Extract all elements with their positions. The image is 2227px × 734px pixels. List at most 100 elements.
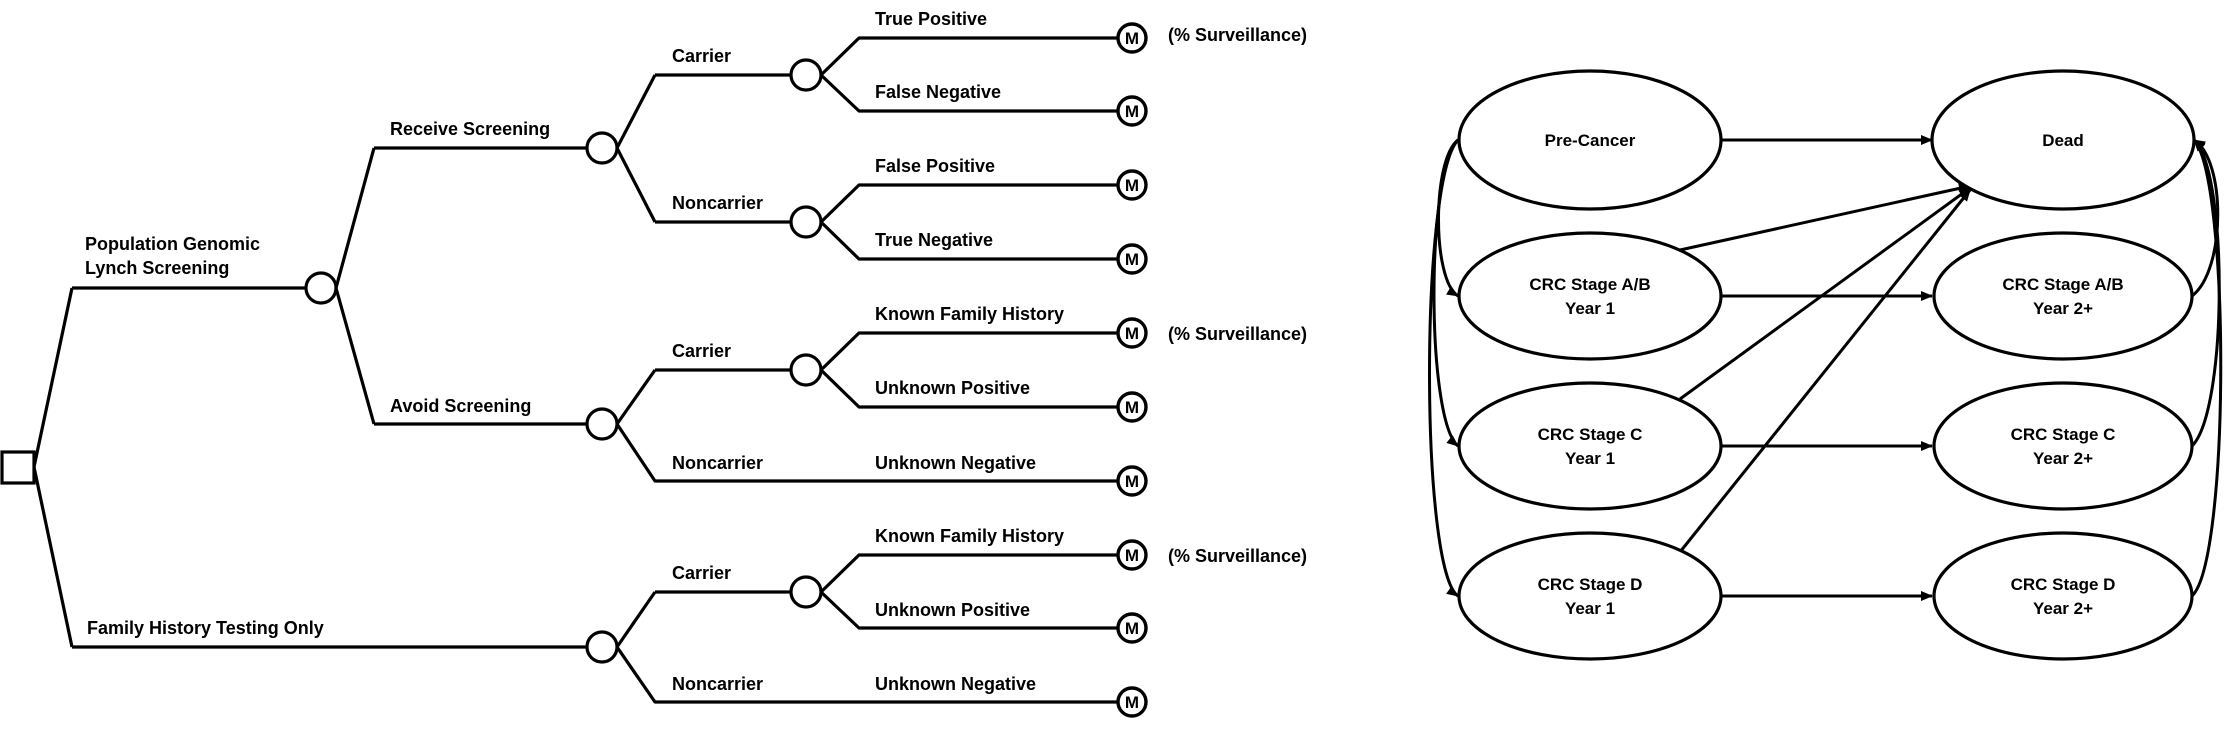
state-crc-ab-year2: CRC Stage A/B Year 2+ (1932, 231, 2194, 361)
chance-node (789, 353, 823, 387)
chance-node (789, 58, 823, 92)
branch-noncarrier: Noncarrier (672, 674, 763, 694)
branch-line (615, 646, 1118, 704)
state-pre-cancer: Pre-Cancer (1457, 69, 1723, 211)
markov-node-label: M (1125, 176, 1139, 195)
branch-line (334, 147, 376, 289)
branch-line (819, 73, 1118, 113)
state-crc-ab-year1: CRC Stage A/B Year 1 (1457, 231, 1723, 361)
markov-node-label: M (1125, 250, 1139, 269)
outcome-false-positive: False Positive (875, 156, 995, 176)
branch-line (819, 183, 1118, 224)
outcome-true-positive: True Positive (875, 9, 987, 29)
state-label: Year 1 (1565, 599, 1615, 618)
strategy-population-line2: Lynch Screening (85, 258, 229, 278)
transition-arrow (1679, 183, 1971, 252)
chance-node (789, 575, 823, 609)
markov-node: M (1116, 686, 1148, 718)
outcome-unknown-negative: Unknown Negative (875, 674, 1036, 694)
branch-line (615, 369, 657, 425)
state-label: CRC Stage D (2011, 575, 2116, 594)
branch-avoid-screening: Avoid Screening (390, 396, 531, 416)
branch-line (819, 220, 1118, 261)
state-label: Pre-Cancer (1545, 131, 1636, 150)
state-label: CRC Stage D (1538, 575, 1643, 594)
markov-node: M (1116, 465, 1148, 497)
markov-node-label: M (1125, 693, 1139, 712)
branch-line (819, 590, 1118, 630)
chance-node (585, 131, 619, 165)
state-label: CRC Stage C (2011, 425, 2116, 444)
surveillance-note: (% Surveillance) (1168, 25, 1307, 45)
state-label: CRC Stage C (1538, 425, 1643, 444)
markov-node-label: M (1125, 324, 1139, 343)
branch-line (819, 553, 1118, 594)
state-label: Year 2+ (2033, 299, 2093, 318)
outcome-false-negative: False Negative (875, 82, 1001, 102)
branch-line (819, 331, 1118, 372)
markov-node-label: M (1125, 102, 1139, 121)
state-crc-d-year1: CRC Stage D Year 1 (1457, 531, 1723, 661)
decision-node (0, 450, 36, 485)
chance-node (585, 630, 619, 664)
strategy-population-line1: Population Genomic (85, 234, 260, 254)
branch-carrier: Carrier (672, 46, 731, 66)
markov-node: M (1116, 169, 1148, 201)
state-dead: Dead (1930, 69, 2196, 211)
transition-arrows (1428, 135, 2223, 601)
outcome-unknown-positive: Unknown Positive (875, 600, 1030, 620)
branch-line (819, 368, 1118, 409)
branch-line (615, 74, 657, 149)
state-label: Year 1 (1565, 299, 1615, 318)
markov-node-label: M (1125, 546, 1139, 565)
state-crc-d-year2: CRC Stage D Year 2+ (1932, 531, 2194, 661)
strategy-family-history-only: Family History Testing Only (87, 618, 324, 638)
markov-node-label: M (1125, 619, 1139, 638)
surveillance-note: (% Surveillance) (1168, 324, 1307, 344)
state-crc-c-year1: CRC Stage C Year 1 (1457, 381, 1723, 511)
branch-line (615, 591, 657, 648)
outcome-known-family-history: Known Family History (875, 304, 1064, 324)
state-label: Year 2+ (2033, 449, 2093, 468)
state-label: Dead (2042, 131, 2084, 150)
branch-line (334, 287, 376, 425)
markov-node-label: M (1125, 29, 1139, 48)
outcome-true-negative: True Negative (875, 230, 993, 250)
outcome-known-family-history: Known Family History (875, 526, 1064, 546)
branch-line (615, 423, 1118, 483)
markov-node: M (1116, 95, 1148, 127)
markov-node: M (1116, 391, 1148, 423)
surveillance-note: (% Surveillance) (1168, 546, 1307, 566)
transition-arrow (2190, 139, 2223, 598)
state-crc-c-year2: CRC Stage C Year 2+ (1932, 381, 2194, 511)
state-label: CRC Stage A/B (2002, 275, 2123, 294)
branch-carrier: Carrier (672, 563, 731, 583)
markov-node: M (1116, 243, 1148, 275)
branch-line (615, 147, 657, 223)
branch-line (819, 36, 1118, 77)
markov-node-label: M (1125, 472, 1139, 491)
markov-diagram: Pre-Cancer Dead CRC Stage A/B Year 1 CRC… (1428, 69, 2223, 661)
transition-arrow (1428, 138, 1460, 598)
markov-node: M (1116, 22, 1148, 54)
state-label: Year 1 (1565, 449, 1615, 468)
decision-tree: Population Genomic Lynch Screening Recei… (0, 9, 1307, 718)
branch-noncarrier: Noncarrier (672, 193, 763, 213)
state-label: CRC Stage A/B (1529, 275, 1650, 294)
outcome-unknown-positive: Unknown Positive (875, 378, 1030, 398)
branch-noncarrier: Noncarrier (672, 453, 763, 473)
transition-arrow (1679, 186, 1971, 401)
chance-node (304, 271, 338, 305)
chance-node (789, 205, 823, 239)
branch-line (32, 287, 74, 468)
outcome-unknown-negative: Unknown Negative (875, 453, 1036, 473)
chance-node (585, 407, 619, 441)
transition-arrow (1678, 189, 1972, 553)
markov-node: M (1116, 317, 1148, 349)
branch-line (32, 466, 74, 648)
branch-receive-screening: Receive Screening (390, 119, 550, 139)
markov-node: M (1116, 612, 1148, 644)
markov-node-label: M (1125, 398, 1139, 417)
